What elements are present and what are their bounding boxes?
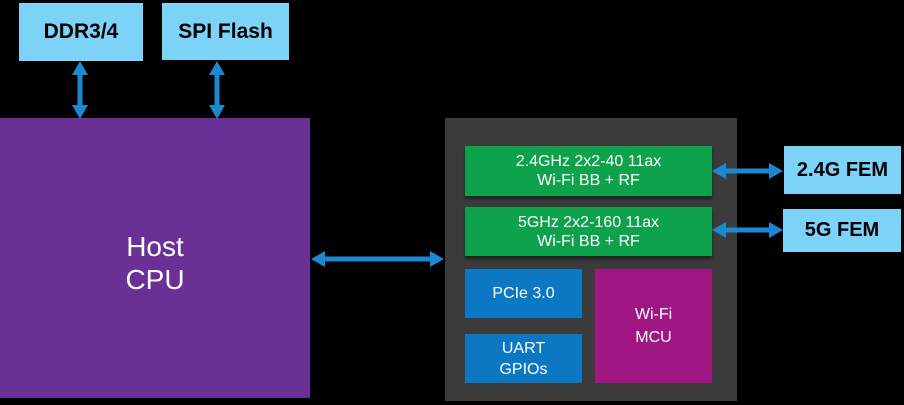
wifi-mcu-block: Wi-Fi MCU xyxy=(595,269,712,383)
ddr-block: DDR3/4 xyxy=(19,3,143,61)
wifi-bb-5g-label-line1: 5GHz 2x2-160 11ax xyxy=(517,213,660,231)
ddr-label: DDR3/4 xyxy=(43,20,119,43)
host-cpu-block: Host CPU xyxy=(0,118,310,398)
wifi-bb-24g-block: 2.4GHz 2x2-40 11ax Wi-Fi BB + RF xyxy=(465,146,712,196)
arrow-ddr-hostcpu xyxy=(72,61,88,119)
arrow-spi-hostcpu xyxy=(209,61,225,119)
fem-24g-label: 2.4G FEM xyxy=(796,158,889,181)
pcie-label: PCIe 3.0 xyxy=(492,285,555,302)
arrow-bb5g-fem5g xyxy=(712,222,783,238)
fem-5g-block: 5G FEM xyxy=(783,209,901,252)
host-cpu-label-line2: CPU xyxy=(125,264,185,295)
arrow-bb24g-fem24g xyxy=(712,163,783,179)
wifi-bb-5g-block: 5GHz 2x2-160 11ax Wi-Fi BB + RF xyxy=(465,207,712,256)
wifi-mcu-label-line2: MCU xyxy=(635,329,672,346)
fem-24g-block: 2.4G FEM xyxy=(784,146,901,194)
fem-5g-label: 5G FEM xyxy=(804,219,880,241)
wifi-mcu-label-line1: Wi-Fi xyxy=(634,306,673,323)
wifi-bb-5g-label-line2: Wi-Fi BB + RF xyxy=(537,232,640,250)
host-cpu-label-line1: Host xyxy=(126,231,184,262)
pcie-block: PCIe 3.0 xyxy=(465,269,582,318)
uart-gpio-label-line2: GPIOs xyxy=(499,360,548,378)
spi-flash-block: SPI Flash xyxy=(162,3,289,60)
wifi-bb-24g-label-line1: 2.4GHz 2x2-40 11ax xyxy=(515,153,662,170)
wifi-bb-24g-label-line2: Wi-Fi BB + RF xyxy=(537,172,640,189)
spi-flash-label: SPI Flash xyxy=(178,19,273,43)
arrow-hostcpu-panel xyxy=(311,251,444,267)
uart-gpio-label-line1: UART xyxy=(501,339,546,357)
uart-gpio-block: UART GPIOs xyxy=(465,334,582,383)
